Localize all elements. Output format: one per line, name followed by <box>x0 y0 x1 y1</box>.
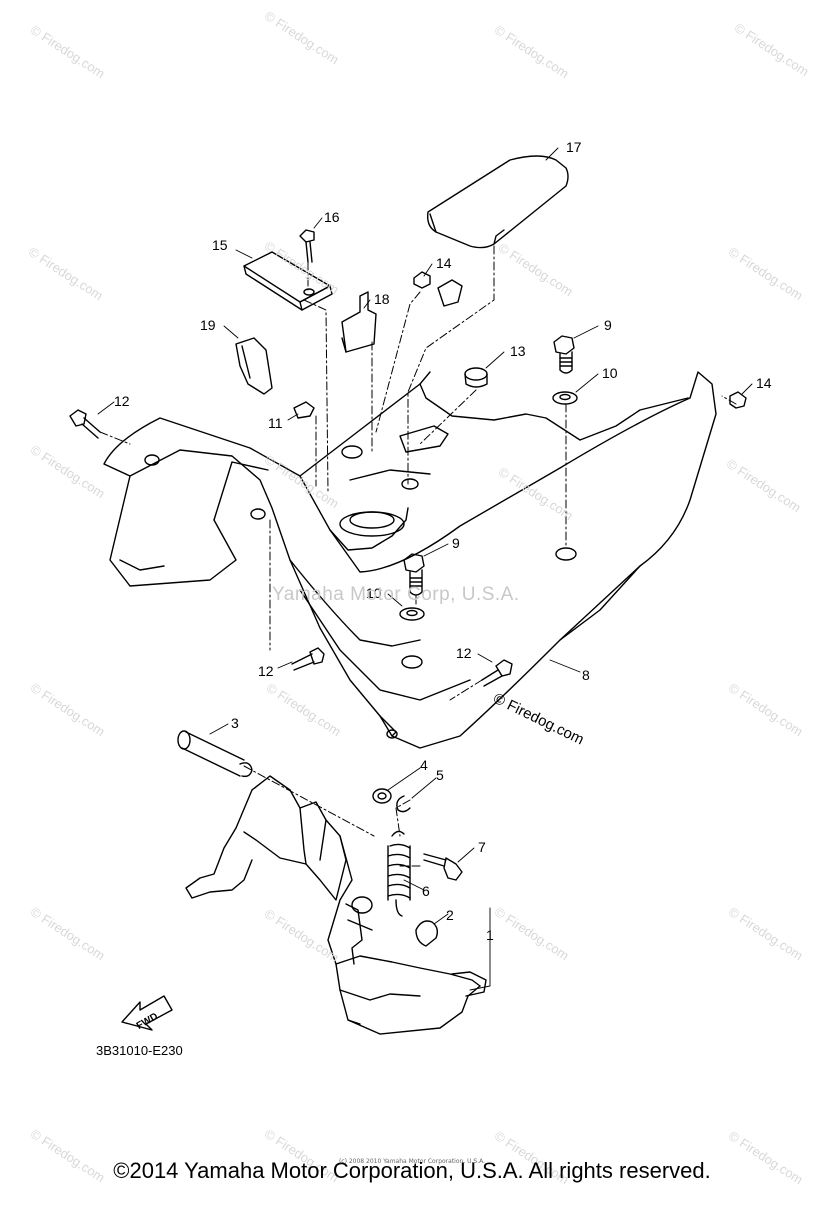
part-12-screw-left <box>69 409 101 439</box>
callout-12-right: 12 <box>456 645 472 661</box>
part-14-clip-right <box>729 391 747 409</box>
part-6-spring <box>387 830 411 917</box>
part-18-bracket <box>341 291 377 353</box>
callout-leaders <box>97 147 753 991</box>
part-10-washer-lower <box>399 607 425 621</box>
callout-numbers: 1 2 3 4 5 6 7 8 9 9 10 10 11 12 12 12 13… <box>114 139 772 943</box>
part-12-screw-right <box>481 659 513 687</box>
part-14-grommet <box>413 271 463 307</box>
callout-16: 16 <box>324 209 340 225</box>
center-watermark: Yamaha Motor Corp, U.S.A. <box>272 584 520 605</box>
part-13-plug <box>464 367 488 388</box>
callout-9-upper: 9 <box>604 317 612 333</box>
part-2-cap <box>415 920 439 947</box>
callout-19: 19 <box>200 317 216 333</box>
callout-8: 8 <box>582 667 590 683</box>
callout-9-lower: 9 <box>452 535 460 551</box>
callout-18: 18 <box>374 291 390 307</box>
part-4-washer <box>372 788 392 804</box>
callout-12-left: 12 <box>114 393 130 409</box>
part-3-shaft <box>177 730 253 778</box>
callout-4: 4 <box>420 757 428 773</box>
fwd-arrow <box>121 995 173 1031</box>
callout-17: 17 <box>566 139 582 155</box>
callout-12-bottom: 12 <box>258 663 274 679</box>
copyright-footer: ©2014 Yamaha Motor Corporation, U.S.A. A… <box>113 1158 711 1183</box>
assembly-lines <box>99 245 737 867</box>
callout-2: 2 <box>446 907 454 923</box>
part-17-pad <box>426 155 569 249</box>
part-5-clip <box>396 795 411 813</box>
part-12-screw-bottom <box>291 647 325 671</box>
callout-14-right: 14 <box>756 375 772 391</box>
tiny-credit: (c) 2008 2010 Yamaha Motor Corporation, … <box>338 1158 486 1165</box>
callout-6: 6 <box>422 883 430 899</box>
callout-10-upper: 10 <box>602 365 618 381</box>
part-19-cover <box>235 337 273 395</box>
part-16-screw <box>299 229 315 263</box>
part-11-clip <box>293 401 315 419</box>
part-8-footrest <box>103 371 717 749</box>
part-9-bolt-upper <box>553 335 575 374</box>
callout-10-lower: 10 <box>366 585 382 601</box>
callout-7: 7 <box>478 839 486 855</box>
callout-14-upper: 14 <box>436 255 452 271</box>
part-1-main-stand <box>185 775 487 1035</box>
callout-5: 5 <box>436 767 444 783</box>
callout-1: 1 <box>486 927 494 943</box>
callout-15: 15 <box>212 237 228 253</box>
diagram-code: 3B31010-E230 <box>96 1043 183 1058</box>
part-10-washer-upper <box>552 391 578 405</box>
part-7-bolt <box>423 853 463 881</box>
callout-3: 3 <box>231 715 239 731</box>
callout-13: 13 <box>510 343 526 359</box>
callout-11: 11 <box>268 415 283 431</box>
part-15-plate <box>243 251 333 311</box>
part-9-bolt-lower <box>403 553 425 596</box>
